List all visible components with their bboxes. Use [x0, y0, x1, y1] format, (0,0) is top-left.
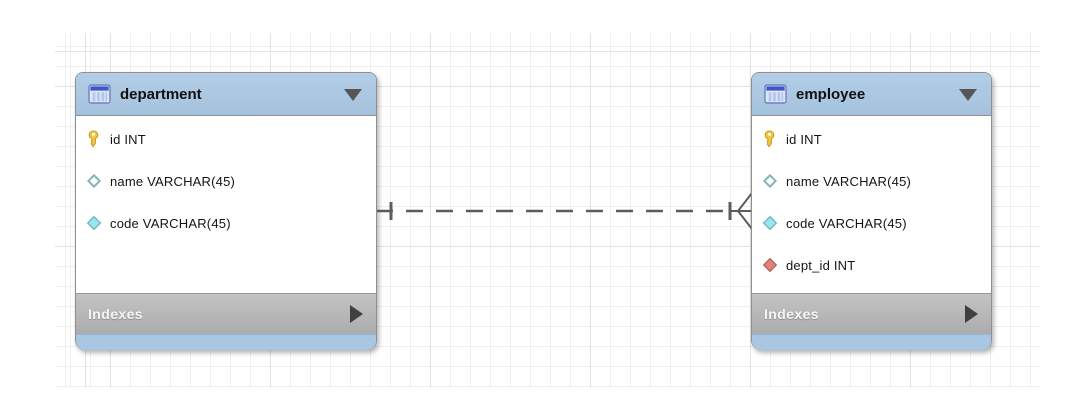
table-icon [764, 84, 787, 104]
key-icon [761, 130, 778, 148]
indexes-section-header[interactable]: Indexes [76, 293, 376, 334]
column-label: id INT [786, 131, 822, 147]
column-row-id[interactable]: id INT [752, 118, 991, 160]
key-icon [85, 130, 102, 148]
triangle-down-icon[interactable] [959, 89, 977, 101]
table-department[interactable]: department id INT name VARCHAR(45) code … [75, 72, 377, 350]
hollow-diamond-icon [85, 172, 102, 190]
cyan-diamond-icon [761, 214, 778, 232]
table-title: department [120, 85, 202, 103]
table-employee-columns: id INT name VARCHAR(45) code VARCHAR(45)… [752, 116, 991, 293]
table-bottom-bar [752, 334, 991, 350]
column-row-name[interactable]: name VARCHAR(45) [76, 160, 376, 202]
triangle-down-icon[interactable] [344, 89, 362, 101]
column-row-name[interactable]: name VARCHAR(45) [752, 160, 991, 202]
indexes-section-header[interactable]: Indexes [752, 293, 991, 334]
column-label: code VARCHAR(45) [110, 215, 231, 231]
crows-foot-many-icon [730, 192, 753, 230]
table-title: employee [796, 85, 866, 103]
column-label: id INT [110, 131, 146, 147]
column-row-dept-id[interactable]: dept_id INT [752, 244, 991, 286]
cyan-diamond-icon [85, 214, 102, 232]
red-diamond-icon [761, 256, 778, 274]
column-label: code VARCHAR(45) [786, 215, 907, 231]
column-row-id[interactable]: id INT [76, 118, 376, 160]
column-row-code[interactable]: code VARCHAR(45) [76, 202, 376, 244]
triangle-right-icon[interactable] [350, 305, 363, 323]
table-department-columns: id INT name VARCHAR(45) code VARCHAR(45) [76, 116, 376, 293]
table-employee-header[interactable]: employee [752, 73, 991, 116]
triangle-right-icon[interactable] [965, 305, 978, 323]
table-icon [88, 84, 111, 104]
column-row-code[interactable]: code VARCHAR(45) [752, 202, 991, 244]
column-label: name VARCHAR(45) [786, 173, 912, 189]
table-bottom-bar [76, 334, 376, 350]
column-label: dept_id INT [786, 257, 856, 273]
table-employee[interactable]: employee id INT name VARCHAR(45) code VA… [751, 72, 992, 350]
relationship-connector[interactable] [374, 188, 756, 234]
hollow-diamond-icon [761, 172, 778, 190]
column-label: name VARCHAR(45) [110, 173, 236, 189]
indexes-label: Indexes [88, 306, 143, 322]
table-department-header[interactable]: department [76, 73, 376, 116]
indexes-label: Indexes [764, 306, 819, 322]
